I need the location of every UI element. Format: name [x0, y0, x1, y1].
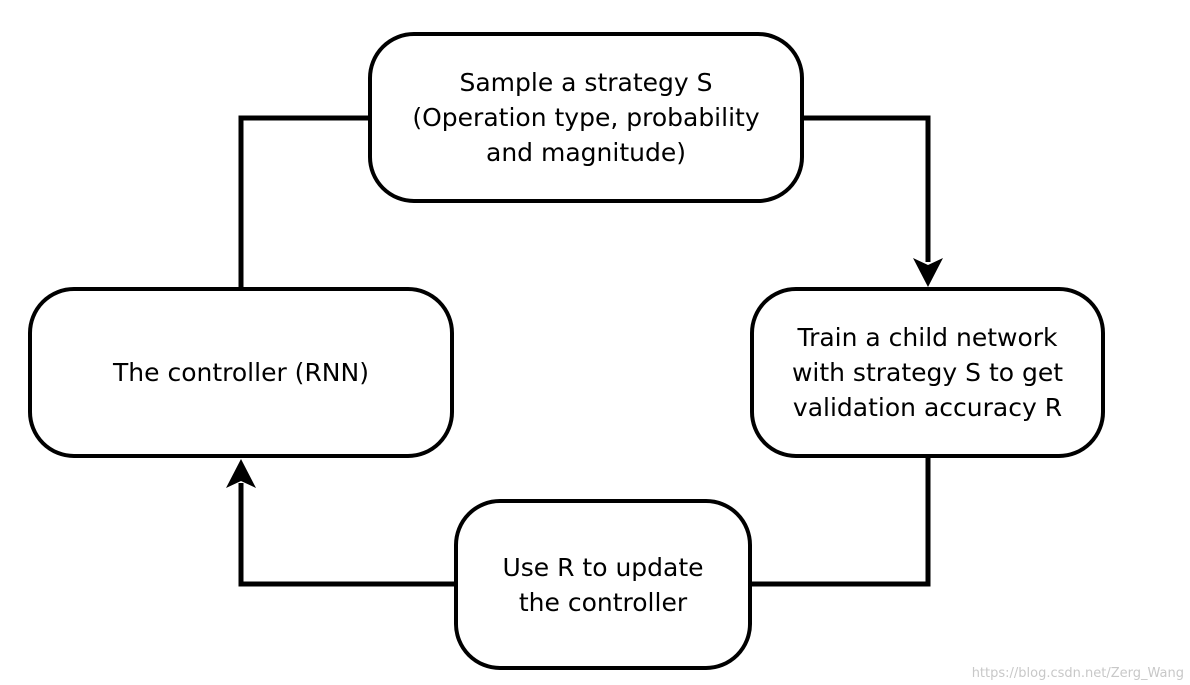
arrowhead-down-icon	[913, 258, 943, 287]
node-sample-strategy: Sample a strategy S (Operation type, pro…	[368, 32, 804, 203]
arrowhead-up-icon	[226, 459, 256, 488]
edge-train-to-update	[752, 458, 931, 587]
node-train-child-network: Train a child network with strategy S to…	[750, 287, 1105, 458]
node-update-controller: Use R to update the controller	[454, 499, 752, 670]
edge-sample-to-train	[804, 115, 931, 262]
node-controller-rnn: The controller (RNN)	[28, 287, 454, 458]
edge-controller-to-sample	[238, 115, 368, 287]
edge-update-to-controller	[238, 483, 454, 587]
watermark: https://blog.csdn.net/Zerg_Wang	[971, 666, 1184, 681]
